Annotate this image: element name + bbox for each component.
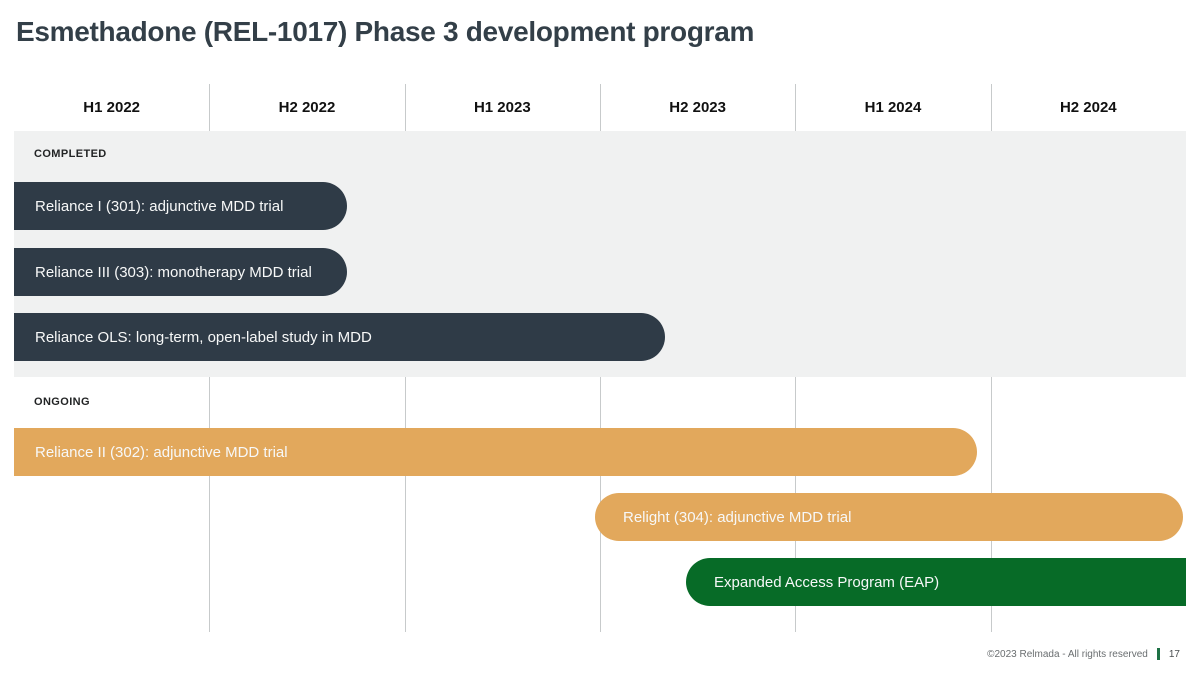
completed-section-label: COMPLETED <box>34 148 107 160</box>
gantt-bar-relight-304: Relight (304): adjunctive MDD trial <box>595 493 1183 541</box>
column-header-h1-2024: H1 2024 <box>864 99 922 116</box>
copyright-text: ©2023 Relmada - All rights reserved <box>987 648 1148 660</box>
footer-separator <box>1156 648 1160 660</box>
gantt-bar-label: Expanded Access Program (EAP) <box>714 573 940 591</box>
slide-footer: ©2023 Relmada - All rights reserved 17 <box>987 648 1180 660</box>
gantt-chart: H1 2022 H2 2022 H1 2023 H2 2023 H1 2024 … <box>14 84 1186 632</box>
gantt-bar-reliance-ols: Reliance OLS: long-term, open-label stud… <box>14 313 665 361</box>
gantt-bar-reliance-1-301: Reliance I (301): adjunctive MDD trial <box>14 182 347 230</box>
column-header-h2-2023: H2 2023 <box>669 99 726 116</box>
page-number: 17 <box>1168 648 1180 660</box>
gantt-bar-reliance-3-303: Reliance III (303): monotherapy MDD tria… <box>14 248 347 296</box>
gantt-bar-label: Reliance III (303): monotherapy MDD tria… <box>35 263 312 281</box>
column-header-h2-2024: H2 2024 <box>1059 99 1117 116</box>
ongoing-section-label: ONGOING <box>34 396 90 408</box>
column-header-h1-2023: H1 2023 <box>473 99 531 116</box>
column-header-h2-2022: H2 2022 <box>278 99 336 116</box>
gantt-bar-reliance-2-302: Reliance II (302): adjunctive MDD trial <box>14 428 977 476</box>
gantt-bar-expanded-access-program: Expanded Access Program (EAP) <box>686 558 1186 606</box>
page-title: Esmethadone (REL-1017) Phase 3 developme… <box>16 16 755 47</box>
gantt-bar-label: Reliance II (302): adjunctive MDD trial <box>35 443 288 461</box>
gantt-bar-label: Relight (304): adjunctive MDD trial <box>623 508 852 526</box>
column-header-h1-2022: H1 2022 <box>83 99 141 116</box>
gantt-bar-label: Reliance I (301): adjunctive MDD trial <box>35 197 284 215</box>
timeline-header-row: H1 2022 H2 2022 H1 2023 H2 2023 H1 2024 … <box>14 84 1186 131</box>
gantt-bar-label: Reliance OLS: long-term, open-label stud… <box>35 328 372 346</box>
